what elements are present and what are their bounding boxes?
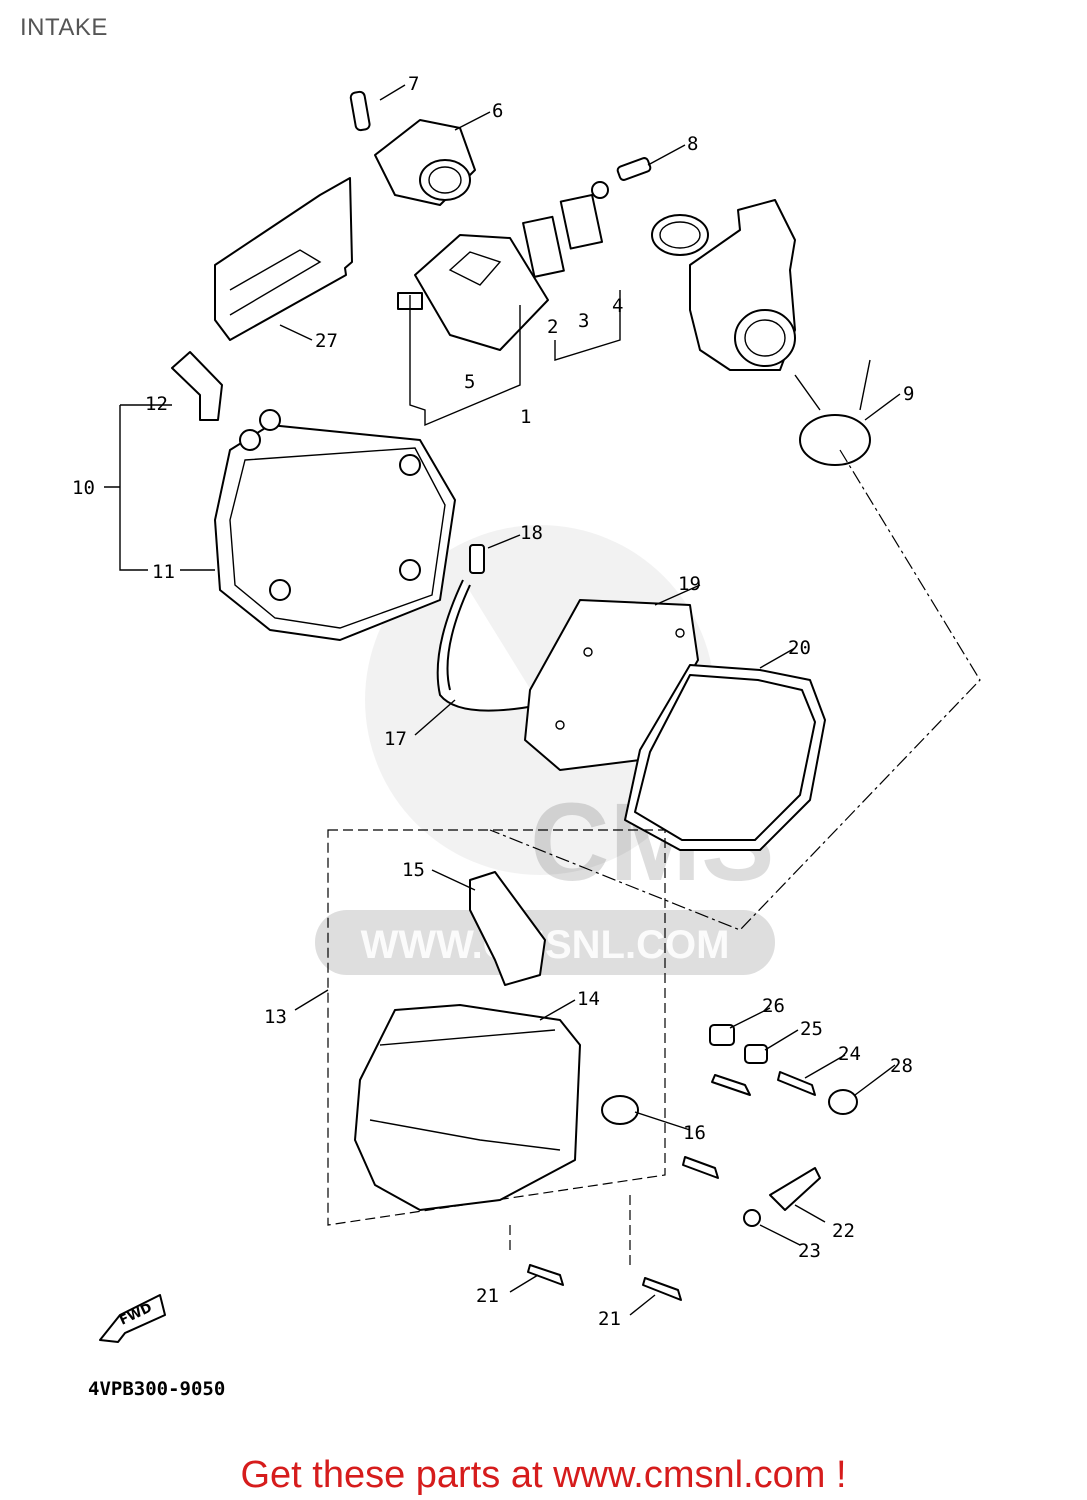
callout-21-right: 21 xyxy=(598,1308,621,1330)
part-27-cover-plate xyxy=(214,177,353,341)
callout-17: 17 xyxy=(384,728,407,750)
callout-28: 28 xyxy=(890,1055,913,1077)
callout-10: 10 xyxy=(72,477,95,499)
callout-18: 18 xyxy=(520,522,543,544)
callout-bracket-10 xyxy=(104,404,215,571)
fwd-arrow-icon: FWD xyxy=(99,1294,166,1343)
carburetor-body xyxy=(689,199,796,371)
callout-15: 15 xyxy=(402,859,425,881)
callout-3: 3 xyxy=(578,310,589,332)
part-22-tube xyxy=(769,1167,821,1211)
callout-20: 20 xyxy=(788,637,811,659)
callout-8: 8 xyxy=(687,133,698,155)
screw-16 xyxy=(682,1156,719,1179)
part-25-collar xyxy=(744,1044,768,1064)
callout-12: 12 xyxy=(145,393,168,415)
part-12-elbow xyxy=(171,351,223,421)
part-6-intake-joint xyxy=(349,90,476,206)
callout-6: 6 xyxy=(492,100,503,122)
callout-7: 7 xyxy=(408,73,419,95)
part-26-grommet xyxy=(709,1024,735,1046)
part-8-bolt-and-clamp xyxy=(616,157,709,256)
callout-13: 13 xyxy=(264,1006,287,1028)
part-21-screw-b xyxy=(642,1277,682,1301)
leader-lines xyxy=(279,84,901,1316)
callout-9: 9 xyxy=(903,383,914,405)
part-24-screw-a xyxy=(711,1074,751,1096)
part-21-screw-a xyxy=(527,1264,564,1286)
footer-link[interactable]: Get these parts at www.cmsnl.com ! xyxy=(240,1454,847,1496)
callout-box-13 xyxy=(327,829,666,1226)
callout-numbers: 7 6 8 4 3 2 27 5 9 12 1 10 18 11 19 20 1… xyxy=(72,73,914,1330)
callout-24: 24 xyxy=(838,1043,861,1065)
part-14-air-cleaner-case xyxy=(354,1004,639,1211)
callout-16: 16 xyxy=(683,1122,706,1144)
part-23-clip xyxy=(743,1209,761,1227)
part-24-screw-b xyxy=(777,1071,816,1096)
small-fasteners xyxy=(509,1024,858,1301)
part-18-clip xyxy=(469,544,485,574)
part-9-hose-clip xyxy=(489,359,981,931)
callout-27: 27 xyxy=(315,330,338,352)
callout-2: 2 xyxy=(547,316,558,338)
callout-11: 11 xyxy=(152,561,175,583)
part-15-air-duct xyxy=(469,871,546,986)
callout-26: 26 xyxy=(762,995,785,1017)
callout-21-left: 21 xyxy=(476,1285,499,1307)
part-28-clamp xyxy=(828,1089,858,1115)
callout-14: 14 xyxy=(577,988,600,1010)
part-17-hose xyxy=(436,579,541,712)
callout-23: 23 xyxy=(798,1240,821,1262)
callout-25: 25 xyxy=(800,1018,823,1040)
page-title: INTAKE xyxy=(20,14,108,41)
callout-1: 1 xyxy=(520,406,531,428)
part-1-reed-valve-assembly xyxy=(397,181,621,427)
part-11-case-cover xyxy=(214,409,456,641)
diagram-code: 4VPB300-9050 xyxy=(88,1378,225,1400)
callout-4: 4 xyxy=(612,295,623,317)
callout-22: 22 xyxy=(832,1220,855,1242)
callout-19: 19 xyxy=(678,573,701,595)
callout-5: 5 xyxy=(464,371,475,393)
part-20-seal xyxy=(624,664,826,851)
